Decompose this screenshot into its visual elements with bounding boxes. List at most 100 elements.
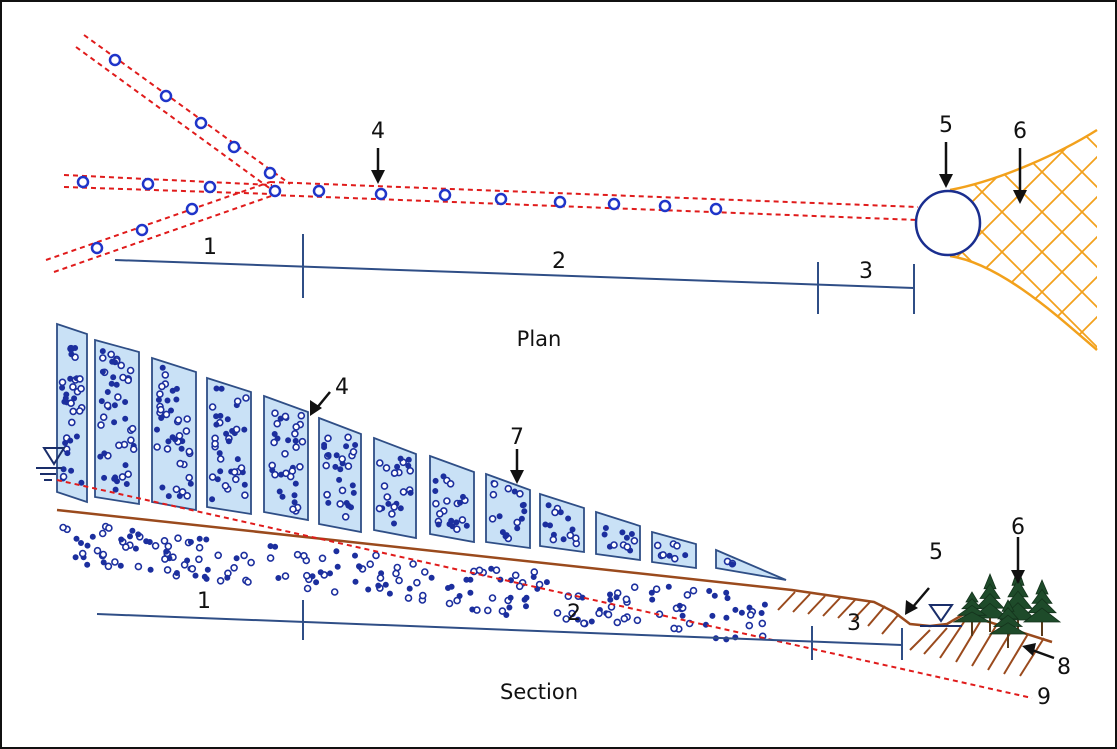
plan-callout-arrows xyxy=(371,142,1027,204)
section-callout-4: 4 xyxy=(335,375,349,400)
deposit-particle xyxy=(628,530,635,537)
debris-particle xyxy=(738,609,745,616)
debris-particle xyxy=(117,562,124,569)
deposit-particle xyxy=(488,514,497,523)
deposit-particle xyxy=(336,476,343,483)
debris-particle xyxy=(630,583,639,592)
deposit-particle xyxy=(98,398,105,405)
deposit-particle xyxy=(216,455,225,463)
debris-particle xyxy=(469,606,476,613)
deposit-particle xyxy=(67,345,74,352)
deposit-particle xyxy=(269,467,276,474)
deposit-particle xyxy=(407,489,414,496)
deposit-particle xyxy=(78,479,85,486)
deposit-particle xyxy=(217,468,224,475)
deposit-particle xyxy=(405,456,412,463)
debris-particle xyxy=(758,619,767,628)
deposit-particle xyxy=(504,484,513,493)
deposit-column xyxy=(318,416,362,534)
deposit-particle xyxy=(432,499,440,508)
deposit-particle xyxy=(99,348,106,355)
tree-icon xyxy=(1022,578,1062,636)
debris-particle xyxy=(568,609,576,618)
deposit-particle xyxy=(124,470,132,479)
debris-particle xyxy=(351,552,358,559)
deposit-particle xyxy=(271,470,279,479)
deposit-particle xyxy=(271,409,279,418)
debris-particle xyxy=(761,601,768,608)
debris-particle xyxy=(724,595,731,602)
debris-particle xyxy=(622,595,631,604)
debris-particle xyxy=(372,551,380,560)
plan-zone-2-label: 2 xyxy=(552,249,566,274)
debris-particle xyxy=(293,550,302,559)
debris-particle xyxy=(73,535,80,542)
deposit-particle xyxy=(325,499,332,506)
section-callout-8: 8 xyxy=(1057,655,1071,680)
deposit-particle xyxy=(99,368,106,375)
debris-particle xyxy=(633,616,642,625)
debris-particle xyxy=(104,562,113,571)
deposit-particle xyxy=(112,359,119,366)
deposit-particle xyxy=(242,394,250,402)
deposit-particle xyxy=(58,378,67,387)
plan-deposit-markers xyxy=(76,53,723,255)
deposit-particle xyxy=(352,441,359,448)
deposit-particle xyxy=(322,461,331,470)
deposit-particle xyxy=(729,561,736,568)
deposit-particle xyxy=(185,447,194,456)
deposit-particle xyxy=(349,447,358,456)
debris-particle xyxy=(406,585,413,592)
deposit-particle xyxy=(338,486,347,495)
debris-particle xyxy=(84,542,91,549)
deposit-particle xyxy=(343,499,350,506)
deposit-particle xyxy=(292,443,300,452)
deposit-particle xyxy=(232,475,240,484)
debris-particle xyxy=(746,611,755,619)
debris-particle xyxy=(418,591,427,600)
debris-particle xyxy=(240,551,248,560)
debris-particle xyxy=(723,589,730,596)
section-deposit-blocks xyxy=(56,322,787,581)
deposit-particle xyxy=(499,529,506,536)
deposit-particle xyxy=(619,529,626,536)
debris-particle xyxy=(334,563,341,570)
debris-particle xyxy=(72,554,79,561)
deposit-particle xyxy=(458,516,467,524)
deposit-particle xyxy=(549,535,558,544)
deposit-particle xyxy=(111,475,118,482)
deposit-particle xyxy=(341,512,350,521)
water-level-symbol-right xyxy=(920,604,962,627)
deposit-particle xyxy=(176,492,183,499)
deposit-particle xyxy=(397,505,404,512)
deposit-particle xyxy=(165,438,172,445)
deposit-particle xyxy=(69,383,77,391)
deposit-particle xyxy=(569,526,576,533)
debris-particle xyxy=(111,558,119,566)
deposit-particle xyxy=(518,515,525,522)
deposit-particle xyxy=(453,525,461,534)
plan-zone-3-label: 3 xyxy=(859,259,873,284)
debris-particle xyxy=(230,563,238,572)
debris-particle xyxy=(356,563,363,570)
deposit-particle xyxy=(173,396,180,403)
debris-particle xyxy=(174,534,182,543)
deposit-particle xyxy=(241,491,249,500)
deposit-particle xyxy=(521,508,528,515)
deposit-particle xyxy=(230,468,239,476)
debris-particle xyxy=(188,564,197,573)
water-level-symbol-left xyxy=(36,447,66,481)
debris-particle xyxy=(196,535,203,542)
deposit-particle xyxy=(158,382,166,391)
deposit-particle xyxy=(337,466,344,473)
deposit-particle xyxy=(104,388,111,395)
debris-particle xyxy=(375,582,382,589)
deposit-particle xyxy=(114,393,122,401)
debris-particle xyxy=(127,533,134,540)
deposit-particle xyxy=(557,509,564,516)
deposit-particle xyxy=(291,499,298,506)
debris-particle xyxy=(147,566,154,573)
deposit-particle xyxy=(623,534,630,541)
deposit-particle xyxy=(336,500,345,508)
debris-particle xyxy=(318,554,327,563)
